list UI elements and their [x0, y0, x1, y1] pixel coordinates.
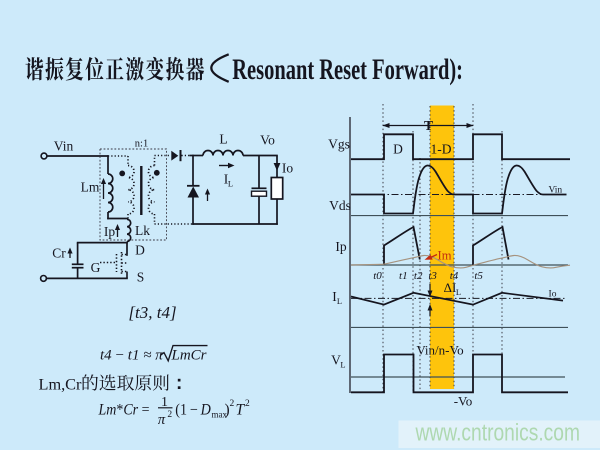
svg-text:I: I	[224, 172, 229, 187]
svg-text:L: L	[456, 287, 461, 297]
svg-text:t1: t1	[399, 270, 408, 282]
svg-text:max: max	[212, 410, 228, 420]
svg-text:Vgs: Vgs	[328, 137, 350, 152]
svg-text:LmCr: LmCr	[171, 348, 207, 364]
svg-text:Io: Io	[549, 289, 557, 299]
svg-text:L: L	[228, 179, 233, 189]
svg-text:Vin/n-Vo: Vin/n-Vo	[416, 343, 463, 358]
svg-text:n:1: n:1	[135, 139, 148, 150]
svg-text:S: S	[137, 270, 145, 285]
svg-text:ΔI: ΔI	[444, 280, 457, 295]
svg-text:L: L	[337, 296, 342, 306]
svg-text:t4 − t1 ≈ π: t4 − t1 ≈ π	[100, 348, 163, 364]
svg-text:Vds: Vds	[329, 198, 351, 213]
svg-text:-Vo: -Vo	[454, 394, 473, 409]
svg-text:G: G	[91, 260, 101, 275]
svg-text:Cr: Cr	[52, 246, 66, 261]
svg-text:(1 − D: (1 − D	[175, 402, 211, 419]
svg-text:[t3, t4]: [t3, t4]	[128, 303, 176, 322]
svg-text:): )	[225, 402, 230, 419]
svg-text:t0: t0	[373, 270, 382, 282]
svg-text:t2: t2	[414, 270, 423, 282]
svg-text:Resonant Reset Forward):: Resonant Reset Forward):	[232, 53, 463, 86]
svg-text:Ip: Ip	[335, 239, 346, 254]
svg-text:V: V	[331, 352, 341, 367]
svg-text:Im: Im	[438, 249, 452, 263]
svg-text:t5: t5	[474, 270, 483, 282]
svg-text:2: 2	[245, 399, 250, 409]
svg-text:Lk: Lk	[135, 223, 150, 238]
svg-text:D: D	[135, 243, 145, 258]
svg-text:L: L	[340, 359, 345, 369]
svg-text:Lm: Lm	[81, 180, 100, 195]
svg-text:t4: t4	[450, 270, 459, 282]
svg-text:2: 2	[230, 399, 235, 409]
svg-text:π: π	[158, 412, 166, 428]
svg-text:Lm,Cr: Lm,Cr	[39, 374, 83, 393]
svg-text:2: 2	[167, 410, 172, 420]
svg-text:Vin: Vin	[54, 139, 74, 154]
svg-text:Io: Io	[282, 161, 293, 176]
svg-text:t3: t3	[428, 270, 437, 282]
svg-text:1-D: 1-D	[431, 142, 452, 157]
svg-text:Lm*Cr =: Lm*Cr =	[98, 402, 150, 419]
svg-text:www.cntronics.com: www.cntronics.com	[415, 420, 580, 447]
svg-text:Vo: Vo	[260, 133, 275, 148]
svg-text:L: L	[219, 132, 227, 147]
svg-text:Ip: Ip	[104, 224, 115, 239]
svg-text:T: T	[424, 118, 433, 133]
svg-text:D: D	[393, 142, 403, 157]
svg-text:Vin: Vin	[548, 185, 562, 195]
svg-text:I: I	[332, 289, 337, 304]
svg-text:1: 1	[161, 395, 168, 410]
svg-text:T: T	[236, 402, 246, 419]
